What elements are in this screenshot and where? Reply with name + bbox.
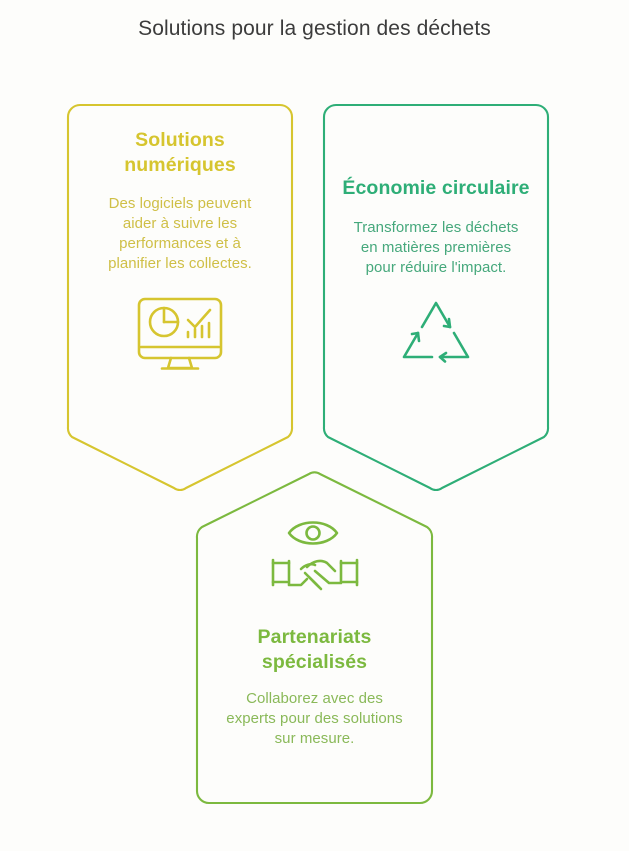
card-title-circular: Économie circulaire: [342, 177, 530, 199]
card-title-partners: Partenariats spécialisés: [257, 626, 372, 673]
card-partenariats-specialises[interactable]: Partenariats spécialisés Collaborez avec…: [191, 469, 438, 809]
monitor-analytics-icon: [132, 294, 228, 374]
card-body-circular: Transformez les déchets en matières prem…: [353, 218, 519, 276]
card-solutions-numeriques[interactable]: Solutions numériques Des logiciels peuve…: [62, 101, 298, 497]
card-body-digital: Des logiciels peuvent aider à suivre les…: [108, 194, 252, 272]
card-body-partners: Collaborez avec des experts pour des sol…: [226, 689, 403, 747]
card-title-digital: Solutions numériques: [124, 129, 236, 176]
card-economie-circulaire[interactable]: Économie circulaire Transformez les déch…: [318, 101, 554, 497]
page-title: Solutions pour la gestion des déchets: [138, 17, 491, 40]
recycle-icon: [392, 297, 480, 377]
eye-handshake-icon: [267, 513, 363, 603]
